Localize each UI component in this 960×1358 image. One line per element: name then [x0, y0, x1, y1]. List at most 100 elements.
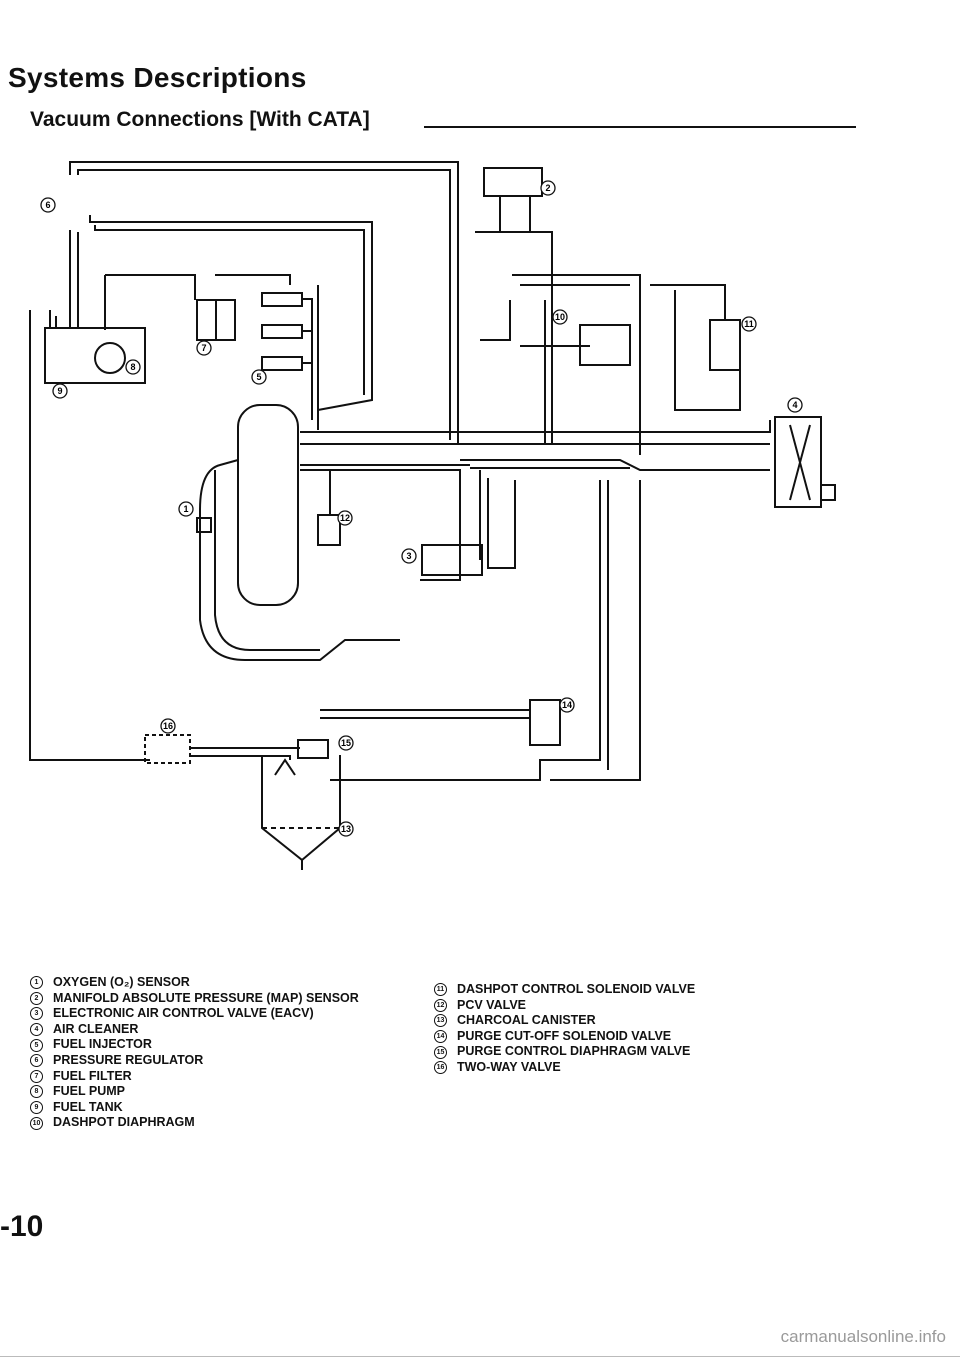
- legend-label: OXYGEN (O₂) SENSOR: [53, 975, 190, 989]
- legend-label: MANIFOLD ABSOLUTE PRESSURE (MAP) SENSOR: [53, 990, 359, 1005]
- air-cleaner: [774, 416, 822, 508]
- legend-item: 9 FUEL TANK: [30, 1100, 359, 1116]
- legend-num: 14: [434, 1030, 447, 1044]
- pcv-valve: [317, 514, 341, 546]
- subtitle-rule: [424, 126, 856, 128]
- watermark: carmanualsonline.info: [780, 1327, 946, 1346]
- legend-label: PURGE CUT-OFF SOLENOID VALVE: [457, 1028, 672, 1043]
- legend-num: 3: [30, 1007, 43, 1021]
- callout-1: 1: [178, 501, 194, 517]
- vacuum-connections-diagram: 1 2 3 4 5 6 7 8 9 10 11 12 13 14 15 16: [29, 161, 836, 870]
- legend-right: 11 DASHPOT CONTROL SOLENOID VALVE 12 PCV V…: [434, 982, 695, 1076]
- callout-12: 12: [337, 510, 353, 526]
- page-number: -10: [0, 1210, 44, 1243]
- legend-num: 6: [30, 1054, 43, 1068]
- callout-8: 8: [125, 359, 141, 375]
- callout-label: 14: [562, 700, 572, 710]
- legend-num: 10: [30, 1116, 43, 1130]
- callout-2: 2: [540, 180, 556, 196]
- callout-label: 3: [406, 551, 411, 561]
- callout-label: 8: [130, 362, 135, 372]
- fuel-tank: [44, 327, 146, 384]
- callout-5: 5: [251, 369, 267, 385]
- legend-item: 10 DASHPOT DIAPHRAGM: [30, 1115, 359, 1131]
- legend-num: 16: [434, 1061, 447, 1075]
- legend-label: DASHPOT CONTROL SOLENOID VALVE: [457, 982, 696, 996]
- callout-10: 10: [552, 309, 568, 325]
- legend-num: 5: [30, 1038, 43, 1052]
- callout-6: 6: [40, 197, 56, 213]
- callout-label: 2: [545, 183, 550, 193]
- callout-label: 10: [555, 312, 565, 322]
- legend-label: FUEL INJECTOR: [53, 1037, 152, 1052]
- legend-num: 9: [30, 1101, 43, 1115]
- dashpot-diaphragm: [579, 324, 631, 366]
- callout-4: 4: [787, 397, 803, 413]
- map-sensor: [483, 167, 543, 197]
- legend-label: PRESSURE REGULATOR: [53, 1052, 204, 1067]
- legend-item: 6 PRESSURE REGULATOR: [30, 1053, 359, 1069]
- legend-label: PCV VALVE: [457, 997, 526, 1012]
- legend-label: FUEL PUMP: [53, 1084, 125, 1099]
- callout-13: 13: [338, 821, 354, 837]
- legend-item: 16 TWO-WAY VALVE: [434, 1060, 695, 1076]
- purge-cutoff-solenoid: [529, 699, 561, 746]
- dashpot-solenoid: [709, 319, 741, 371]
- bottom-rule: [0, 1356, 960, 1357]
- engine-block: [237, 404, 299, 606]
- throttle-body: [300, 464, 470, 581]
- callout-7: 7: [196, 340, 212, 356]
- charcoal-canister: [261, 755, 341, 870]
- legend-label: ELECTRONIC AIR CONTROL VALVE (EACV): [53, 1006, 314, 1021]
- legend-item: 7 FUEL FILTER: [30, 1069, 359, 1085]
- legend-num: 8: [30, 1085, 43, 1099]
- callout-label: 11: [744, 319, 754, 329]
- legend-item: 3 ELECTRONIC AIR CONTROL VALVE (EACV): [30, 1006, 359, 1022]
- legend-label: CHARCOAL CANISTER: [457, 1013, 596, 1028]
- hose-top-loop-inner: [77, 169, 451, 440]
- legend-item: 12 PCV VALVE: [434, 998, 695, 1014]
- callout-label: 1: [183, 504, 188, 514]
- hose-regulator-line: [89, 215, 373, 411]
- intake-duct: [300, 420, 771, 471]
- legend-item: 5 FUEL INJECTOR: [30, 1037, 359, 1053]
- hose-outer-left: [29, 310, 150, 761]
- dashpot-lines: [480, 274, 641, 455]
- legend-label: AIR CLEANER: [53, 1021, 139, 1036]
- fuel-injectors: [261, 285, 319, 430]
- legend-label: DASHPOT DIAPHRAGM: [53, 1115, 195, 1130]
- hose-regulator-line-2: [94, 225, 365, 395]
- legend-label: TWO-WAY VALVE: [457, 1059, 561, 1074]
- hose-top-loop: [69, 161, 459, 445]
- callout-label: 6: [45, 200, 50, 210]
- legend-label: FUEL TANK: [53, 1099, 123, 1114]
- legend-label: FUEL FILTER: [53, 1068, 132, 1083]
- callout-14: 14: [559, 697, 575, 713]
- legend-item: 14 PURGE CUT-OFF SOLENOID VALVE: [434, 1029, 695, 1045]
- callout-label: 4: [792, 400, 797, 410]
- page-title: Systems Descriptions: [8, 62, 307, 93]
- legend-num: 7: [30, 1069, 43, 1083]
- callout-15: 15: [338, 735, 354, 751]
- callout-16: 16: [160, 718, 176, 734]
- legend-num: 15: [434, 1045, 447, 1059]
- callout-3: 3: [401, 548, 417, 564]
- purge-lines: [330, 480, 641, 781]
- eacv-valve: [421, 544, 483, 576]
- callout-label: 12: [340, 513, 350, 523]
- legend-num: 12: [434, 998, 447, 1012]
- purge-control-diaphragm: [297, 739, 329, 759]
- callout-label: 16: [163, 721, 173, 731]
- fuel-pump: [94, 342, 126, 374]
- callout-11: 11: [741, 316, 757, 332]
- callout-label: 9: [57, 386, 62, 396]
- legend-num: 11: [434, 983, 447, 997]
- callout-label: 5: [256, 372, 261, 382]
- legend-item: 11 DASHPOT CONTROL SOLENOID VALVE: [434, 982, 695, 998]
- callout-label: 15: [341, 738, 351, 748]
